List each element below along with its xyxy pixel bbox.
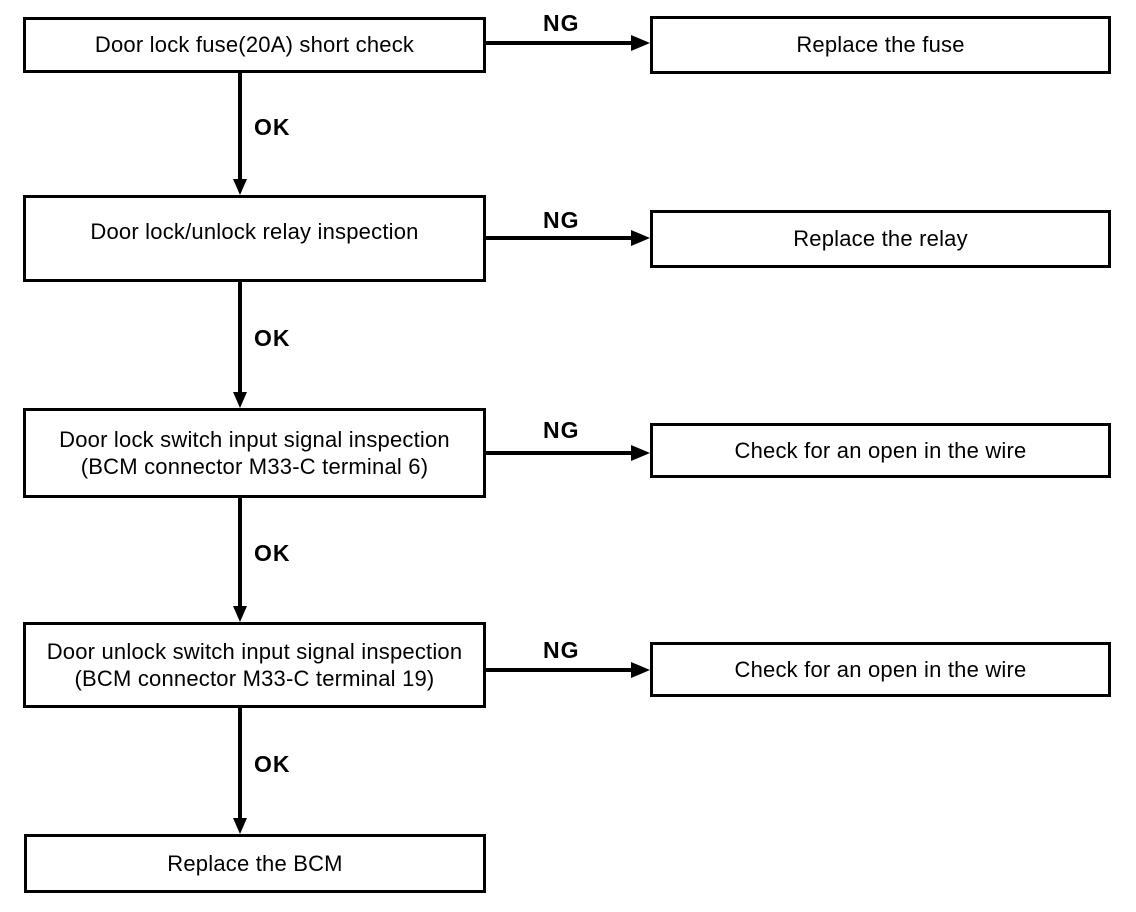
right-arrow-icon — [486, 35, 650, 51]
arrow-head — [631, 230, 650, 246]
arrow-shaft — [486, 41, 632, 45]
arrow-shaft — [238, 73, 242, 181]
arrow-head — [233, 392, 247, 408]
step-label: Replace the BCM — [167, 850, 343, 876]
step-sublabel: (BCM connector M33-C terminal 6) — [80, 454, 429, 479]
arrow-head — [233, 606, 247, 622]
step-box-unlock-switch-signal-inspection: Door unlock switch input signal inspecti… — [23, 622, 486, 708]
right-arrow-icon — [486, 445, 650, 461]
arrow-shaft — [238, 498, 242, 608]
ok-edge-label: OK — [254, 114, 291, 140]
down-arrow-icon — [231, 498, 249, 622]
arrow-head — [233, 818, 247, 834]
down-arrow-icon — [231, 282, 249, 408]
arrow-head — [631, 445, 650, 461]
step-box-door-lock-fuse-check: Door lock fuse(20A) short check — [23, 17, 486, 73]
result-label: Check for an open in the wire — [734, 437, 1027, 463]
ng-edge-label: NG — [543, 637, 580, 663]
step-label: Door lock switch input signal inspection — [59, 426, 450, 452]
right-arrow-icon — [486, 662, 650, 678]
step-box-replace-bcm: Replace the BCM — [24, 834, 486, 893]
arrow-shaft — [486, 236, 632, 240]
step-label: Door lock fuse(20A) short check — [94, 32, 415, 58]
step-sublabel: (BCM connector M33-C terminal 19) — [74, 666, 435, 691]
arrow-head — [233, 179, 247, 195]
result-label: Replace the relay — [793, 226, 968, 252]
arrow-shaft — [238, 708, 242, 820]
ok-edge-label: OK — [254, 540, 291, 566]
result-label: Replace the fuse — [796, 32, 965, 58]
result-box-check-open-wire-2: Check for an open in the wire — [650, 642, 1111, 697]
result-box-replace-fuse: Replace the fuse — [650, 16, 1111, 74]
result-box-check-open-wire-1: Check for an open in the wire — [650, 423, 1111, 478]
step-label: Door unlock switch input signal inspecti… — [46, 638, 463, 664]
result-label: Check for an open in the wire — [734, 656, 1027, 682]
ok-edge-label: OK — [254, 325, 291, 351]
result-box-replace-relay: Replace the relay — [650, 210, 1111, 268]
ok-edge-label: OK — [254, 751, 291, 777]
ng-edge-label: NG — [543, 10, 580, 36]
arrow-head — [631, 662, 650, 678]
arrow-head — [631, 35, 650, 51]
right-arrow-icon — [486, 230, 650, 246]
down-arrow-icon — [231, 73, 249, 195]
step-box-relay-inspection: Door lock/unlock relay inspection — [23, 195, 486, 282]
arrow-shaft — [486, 668, 632, 672]
arrow-shaft — [486, 451, 632, 455]
ng-edge-label: NG — [543, 207, 580, 233]
step-box-lock-switch-signal-inspection: Door lock switch input signal inspection… — [23, 408, 486, 498]
down-arrow-icon — [231, 708, 249, 834]
step-label: Door lock/unlock relay inspection — [90, 218, 419, 244]
ng-edge-label: NG — [543, 417, 580, 443]
arrow-shaft — [238, 282, 242, 394]
